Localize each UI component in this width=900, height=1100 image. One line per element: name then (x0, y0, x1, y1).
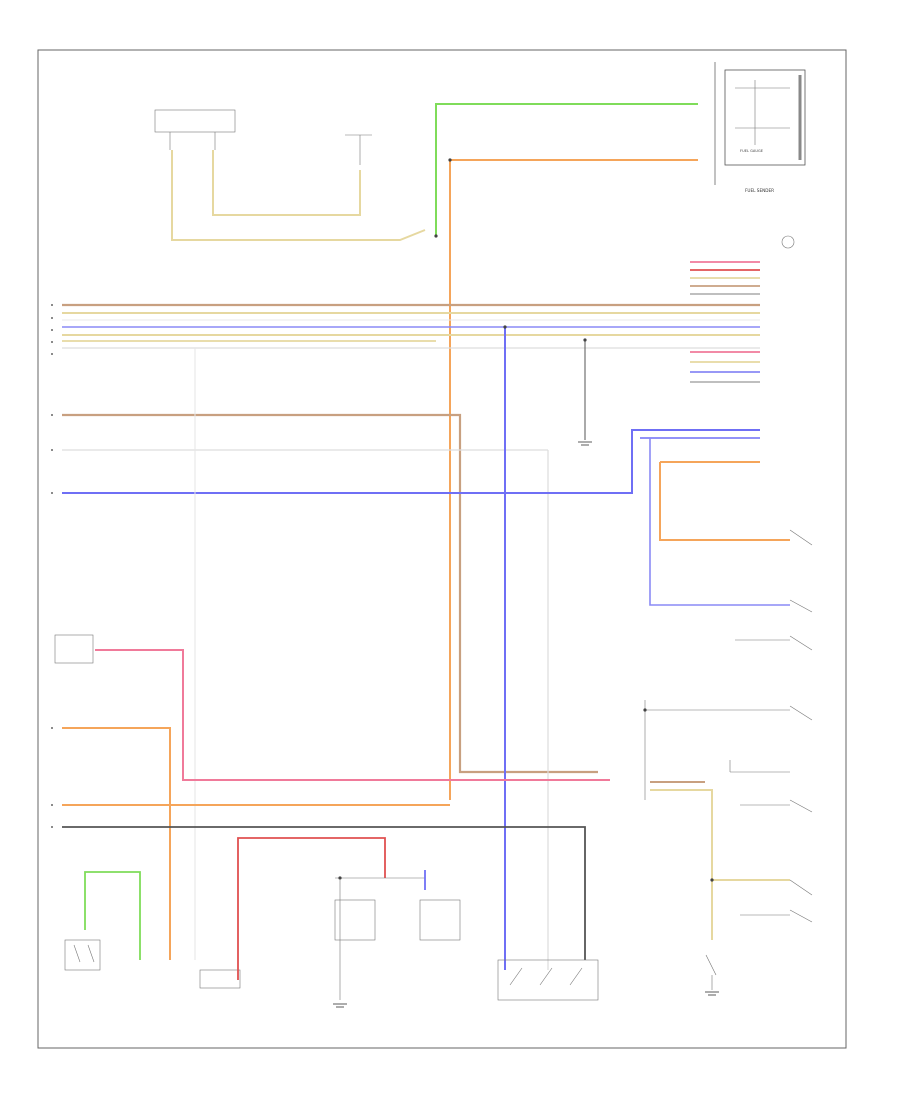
wire-tan-top-left (171, 150, 426, 241)
right-brake-pad-sensor (419, 899, 461, 941)
wire-tan-top-mid (212, 150, 361, 216)
left-edge-pin-markers (51, 304, 53, 828)
fuel-sender-assembly: FUEL GAUGE FUEL SENDER (714, 62, 806, 249)
seat-belt-switch-box (199, 969, 241, 989)
diagram-frame (37, 49, 847, 1049)
fuel-gauge-box (724, 69, 806, 166)
passenger-seat-sensor-pins (690, 351, 760, 383)
ground-symbol-center (578, 441, 592, 446)
fuel-sender-label: FUEL SENDER (745, 188, 774, 193)
left-front-sensor-bracket (154, 109, 236, 133)
wire-green-low (84, 871, 141, 960)
passenger-airbag-sensor-pins (690, 261, 760, 295)
wire-blue-2 (62, 429, 760, 494)
right-switch-cluster (644, 529, 813, 996)
junction-dots (338, 158, 714, 882)
wire-brown-2 (62, 413, 598, 774)
ground-symbol-bottom (333, 1003, 347, 1008)
wire-pink (95, 649, 610, 781)
left-front-sensor-group (154, 109, 236, 150)
wire-blue-loop (649, 438, 790, 606)
wire-gray-low (62, 826, 586, 960)
left-rear-sensor-group (345, 134, 372, 165)
left-brake-pad-sensor (334, 899, 376, 941)
fuel-gauge-label: FUEL GAUGE (740, 149, 764, 153)
wire-orange-mid (62, 727, 171, 960)
oil-pressure-switch (64, 939, 101, 971)
door-ajar-switch-box (497, 959, 599, 1001)
wire-red-low (237, 837, 386, 980)
ground-symbol-right (705, 991, 719, 996)
seat-belt-module-box (54, 634, 94, 664)
wire-tan-right (650, 789, 713, 940)
wire-orange-loop (659, 461, 790, 541)
wire-green-fuel (435, 103, 698, 236)
